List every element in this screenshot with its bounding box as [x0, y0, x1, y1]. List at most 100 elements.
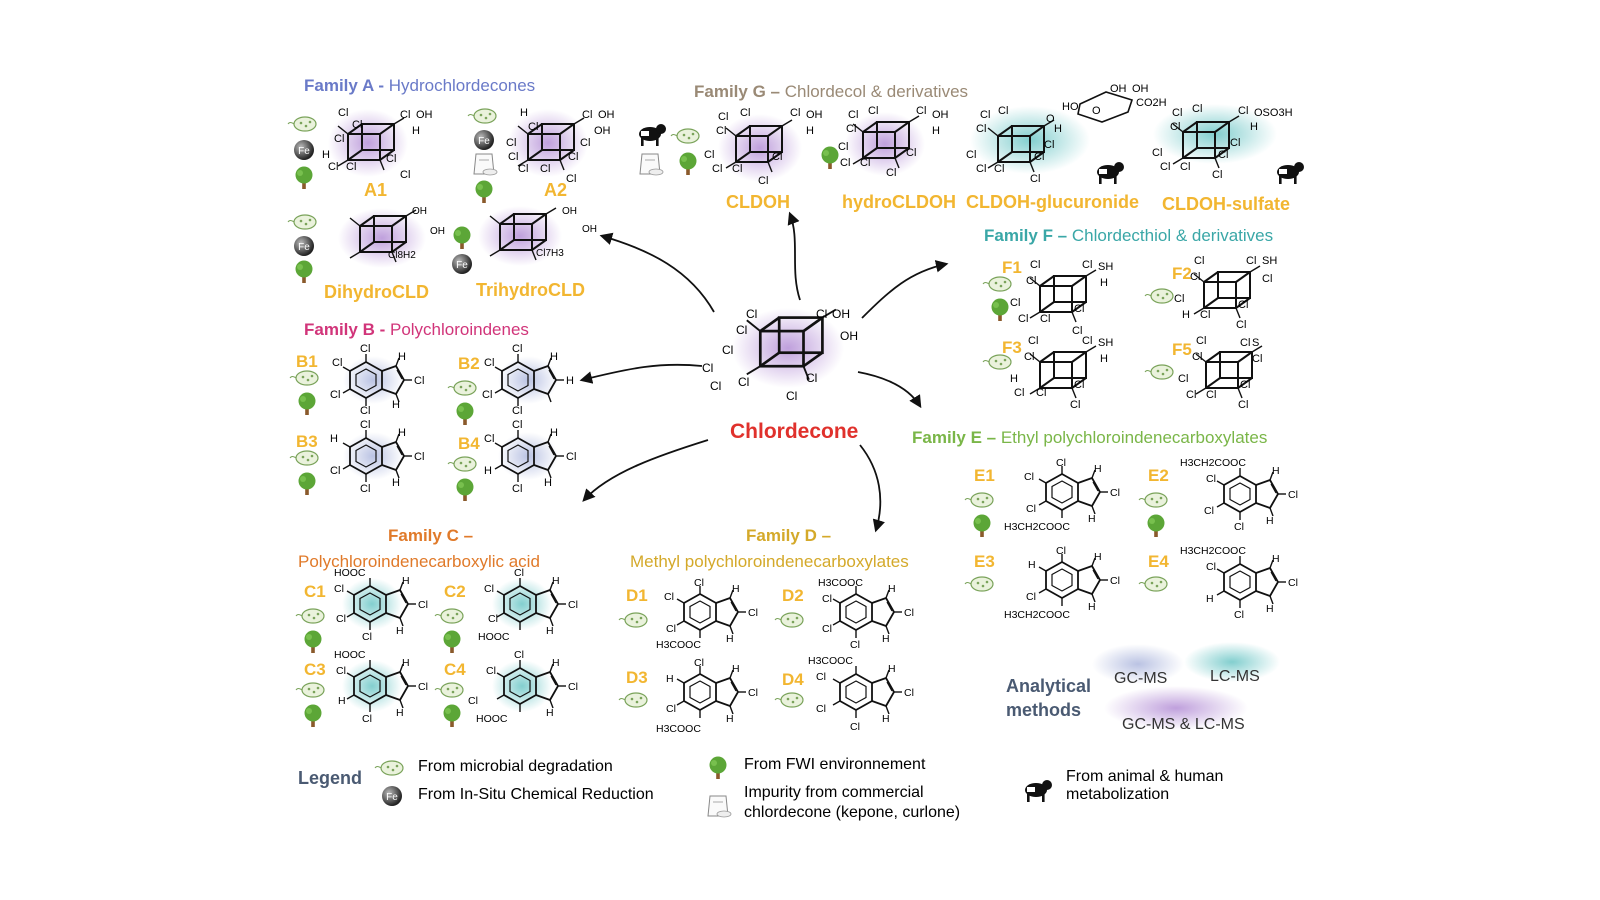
svg-text:H3CH2COOC: H3CH2COOC	[1004, 609, 1070, 621]
svg-text:Cl: Cl	[860, 157, 870, 169]
svg-text:H: H	[1182, 309, 1190, 321]
svg-text:Cl: Cl	[666, 703, 676, 715]
family-c-label: Family C –	[388, 526, 474, 545]
svg-text:Cl: Cl	[1152, 147, 1162, 159]
microbe-icon	[1138, 576, 1168, 592]
svg-text:Cl: Cl	[980, 109, 990, 121]
svg-text:OH: OH	[430, 226, 445, 237]
svg-text:OH: OH	[598, 109, 615, 121]
microbe-icon	[670, 128, 700, 144]
svg-text:Cl: Cl	[1172, 107, 1182, 119]
svg-text:Cl: Cl	[1030, 259, 1040, 271]
svg-text:Cl: Cl	[1192, 103, 1202, 115]
svg-text:H: H	[1094, 463, 1102, 475]
family-b-title: Family B - Polychloroindenes	[304, 320, 529, 340]
microbe-icon	[467, 108, 497, 124]
microbe-icon	[374, 760, 404, 776]
tree-icon	[456, 478, 474, 501]
svg-text:HOOC: HOOC	[334, 567, 366, 579]
method-lcms: LC-MS	[1210, 668, 1260, 685]
code-e3: E3	[974, 552, 995, 571]
svg-text:Cl: Cl	[1070, 399, 1080, 411]
microbe-icon	[1144, 288, 1174, 304]
code-a1: A1	[364, 180, 388, 200]
tree-icon	[304, 630, 322, 653]
family-f-title: Family F – Chlordecthiol & derivatives	[984, 226, 1273, 246]
svg-text:Cl: Cl	[512, 343, 522, 355]
svg-text:Cl: Cl	[1056, 457, 1066, 469]
svg-text:Cl: Cl	[916, 105, 926, 117]
svg-text:H3COOC: H3COOC	[818, 577, 863, 589]
svg-text:H: H	[1054, 123, 1062, 135]
svg-text:Cl: Cl	[1246, 255, 1256, 267]
tree-icon	[298, 392, 316, 415]
iron-sphere-icon	[474, 130, 494, 150]
svg-text:Cl: Cl	[806, 371, 817, 385]
svg-text:Cl: Cl	[1110, 487, 1120, 499]
code-e1: E1	[974, 466, 995, 485]
microbe-icon	[964, 492, 994, 508]
svg-text:H: H	[1266, 515, 1274, 527]
family-e-name: Ethyl polychloroindenecarboxylates	[1000, 428, 1268, 447]
svg-text:Cl: Cl	[850, 721, 860, 733]
code-c4: C4	[444, 660, 466, 679]
svg-text:Cl: Cl	[710, 379, 721, 393]
svg-text:SH: SH	[1098, 261, 1113, 273]
sheep-icon	[1097, 162, 1124, 184]
legend-impurity-2: chlordecone (kepone, curlone)	[744, 804, 961, 821]
svg-text:Cl: Cl	[334, 133, 344, 145]
svg-text:Cl: Cl	[850, 639, 860, 651]
svg-text:Cl: Cl	[1206, 473, 1216, 485]
svg-text:Cl: Cl	[362, 713, 372, 725]
tree-icon	[453, 226, 471, 249]
svg-text:Cl: Cl	[786, 389, 797, 403]
tree-icon	[475, 180, 493, 203]
svg-text:OH: OH	[832, 307, 850, 321]
svg-text:Cl: Cl	[790, 107, 800, 119]
svg-text:H: H	[396, 625, 404, 637]
svg-text:Cl: Cl	[840, 157, 850, 169]
legend-animal-2: metabolization	[1066, 786, 1170, 803]
svg-text:OSO3H: OSO3H	[1254, 107, 1293, 119]
code-a2: A2	[544, 180, 568, 200]
svg-text:H: H	[1028, 559, 1036, 571]
svg-text:Cl: Cl	[568, 599, 578, 611]
code-trihydro: TrihydroCLD	[476, 280, 586, 300]
svg-text:Cl: Cl	[512, 483, 522, 495]
svg-text:Cl: Cl	[1238, 399, 1248, 411]
svg-text:H: H	[726, 713, 734, 725]
svg-text:SH: SH	[1262, 255, 1277, 267]
svg-text:Cl: Cl	[846, 123, 856, 135]
tree-icon	[295, 166, 313, 189]
svg-text:Cl: Cl	[518, 163, 528, 175]
svg-text:H: H	[882, 633, 890, 645]
code-f1: F1	[1002, 258, 1022, 277]
svg-text:Cl: Cl	[906, 147, 916, 159]
code-e4: E4	[1148, 552, 1169, 571]
svg-text:Cl: Cl	[1204, 505, 1214, 517]
svg-text:HO: HO	[1062, 101, 1079, 113]
code-b1: B1	[296, 352, 318, 371]
svg-text:Cl: Cl	[1238, 299, 1248, 311]
code-b3: B3	[296, 432, 318, 451]
svg-text:H: H	[1250, 121, 1258, 133]
svg-text:Cl: Cl	[352, 119, 362, 131]
svg-text:H: H	[552, 575, 560, 587]
analytical-title-1: Analytical	[1006, 676, 1092, 696]
svg-text:H: H	[726, 633, 734, 645]
svg-text:Cl: Cl	[332, 357, 342, 369]
svg-text:Cl: Cl	[822, 623, 832, 635]
svg-text:OH: OH	[416, 109, 433, 121]
code-b4: B4	[458, 434, 480, 453]
code-d1: D1	[626, 586, 648, 605]
svg-text:H: H	[322, 149, 330, 161]
svg-text:Cl: Cl	[360, 483, 370, 495]
method-both: GC-MS & LC-MS	[1122, 716, 1245, 733]
